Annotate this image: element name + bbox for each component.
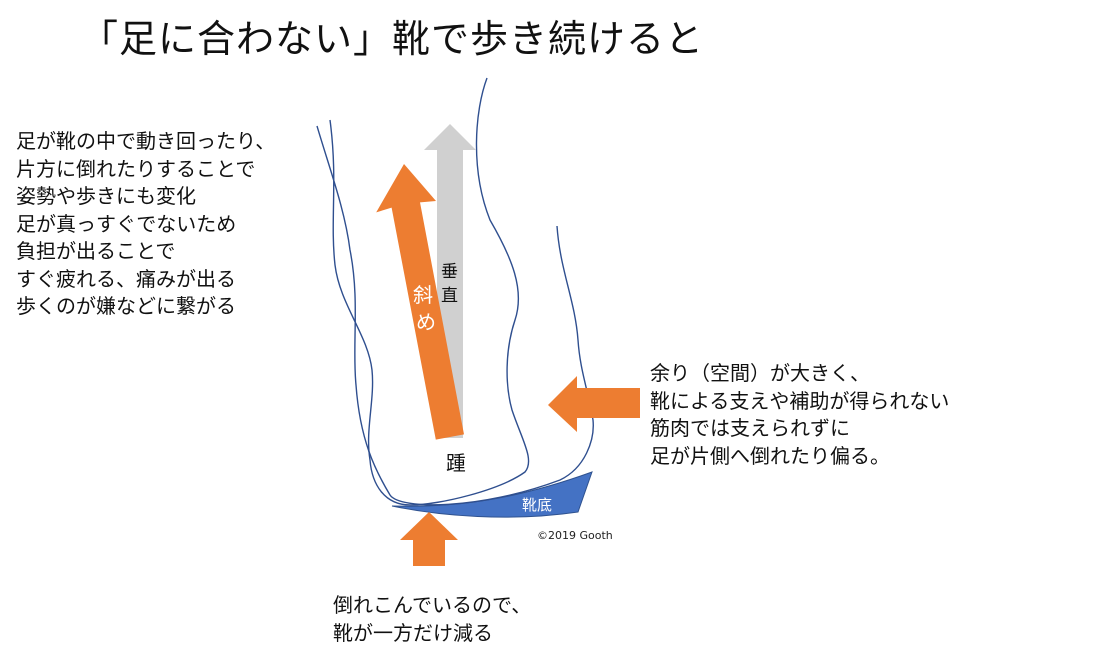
bottom-explanation: 倒れこんでいるので、 靴が一方だけ減る — [333, 592, 531, 647]
left-text-line: 姿勢や歩きにも変化 — [16, 184, 196, 208]
left-explanation: 足が靴の中で動き回ったり、 片方に倒れたりすることで 姿勢や歩きにも変化 足が真… — [16, 128, 275, 321]
foot-outline — [329, 77, 530, 506]
heel-label: 踵 — [446, 451, 466, 475]
right-text-line: 筋肉では支えられずに — [650, 416, 850, 440]
page-title: 「足に合わない」靴で歩き続けると — [80, 17, 705, 61]
right-text-line: 足が片側へ倒れたり偏る。 — [650, 443, 890, 468]
diagonal-label-1: 斜 — [413, 283, 433, 307]
copyright-label: ©2019 Gooth — [537, 529, 613, 542]
wear-arrow — [400, 512, 458, 566]
bottom-text-line: 倒れこんでいるので、 — [333, 593, 532, 617]
space-arrow — [548, 376, 640, 432]
bottom-text-line: 靴が一方だけ減る — [333, 620, 493, 645]
right-text-line: 余り（空間）が大きく、 — [650, 361, 870, 385]
left-text-line: 負担が出ることで — [16, 239, 176, 263]
sole-label: 靴底 — [522, 496, 552, 514]
left-text-line: 足が真っすぐでないため — [16, 211, 237, 236]
right-explanation: 余り（空間）が大きく、 靴による支えや補助が得られない 筋肉では支えられずに 足… — [650, 360, 949, 470]
left-text-line: 片方に倒れたりすることで — [16, 156, 256, 181]
left-text-line: 足が靴の中で動き回ったり、 — [16, 129, 276, 153]
diagonal-label-2: め — [416, 310, 436, 334]
left-text-line: 歩くのが嫌などに繋がる — [16, 294, 236, 318]
left-text-line: すぐ疲れる、痛みが出る — [16, 266, 236, 291]
vertical-label-1: 垂 — [441, 262, 458, 282]
right-text-line: 靴による支えや補助が得られない — [650, 388, 950, 413]
diagonal-arrow — [376, 164, 464, 440]
vertical-label-2: 直 — [441, 286, 458, 306]
